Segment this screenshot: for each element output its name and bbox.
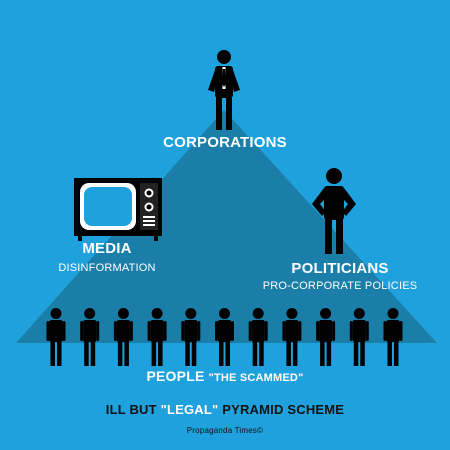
title-part-1: ILL BUT bbox=[105, 402, 161, 417]
person-figure-icon bbox=[80, 308, 100, 366]
person-figure-icon bbox=[383, 308, 403, 366]
person-figure-icon bbox=[316, 308, 336, 366]
person-figure-icon bbox=[349, 308, 369, 366]
corporations-label: CORPORATIONS bbox=[163, 134, 287, 151]
person-figure-icon bbox=[147, 308, 167, 366]
title-part-2: "LEGAL" bbox=[160, 402, 219, 417]
media-sub-label: DISINFORMATION bbox=[58, 262, 156, 274]
person-figure-icon bbox=[46, 308, 66, 366]
people-sub-label: "THE SCAMMED" bbox=[208, 372, 304, 384]
person-figure-icon bbox=[181, 308, 201, 366]
person-figure-icon bbox=[215, 308, 234, 366]
pyramid-shape bbox=[16, 110, 437, 343]
corporation-figure-icon bbox=[208, 50, 240, 130]
poster-title: ILL BUT "LEGAL" PYRAMID SCHEME bbox=[0, 402, 450, 417]
politician-figure-icon bbox=[312, 168, 356, 254]
person-figure-icon bbox=[248, 308, 268, 366]
politicians-label: POLITICIANS bbox=[291, 260, 389, 277]
people-label: PEOPLE bbox=[146, 368, 205, 384]
television-icon bbox=[74, 178, 162, 241]
media-label: MEDIA bbox=[82, 240, 132, 257]
people-row bbox=[46, 308, 403, 366]
credit-text: Propaganda Times© bbox=[186, 426, 264, 435]
person-figure-icon bbox=[113, 308, 133, 366]
people-label-line: PEOPLE "THE SCAMMED" bbox=[0, 368, 450, 384]
politicians-sub-label: PRO-CORPORATE POLICIES bbox=[262, 280, 418, 292]
person-figure-icon bbox=[282, 308, 302, 366]
title-part-3: PYRAMID SCHEME bbox=[218, 402, 345, 417]
